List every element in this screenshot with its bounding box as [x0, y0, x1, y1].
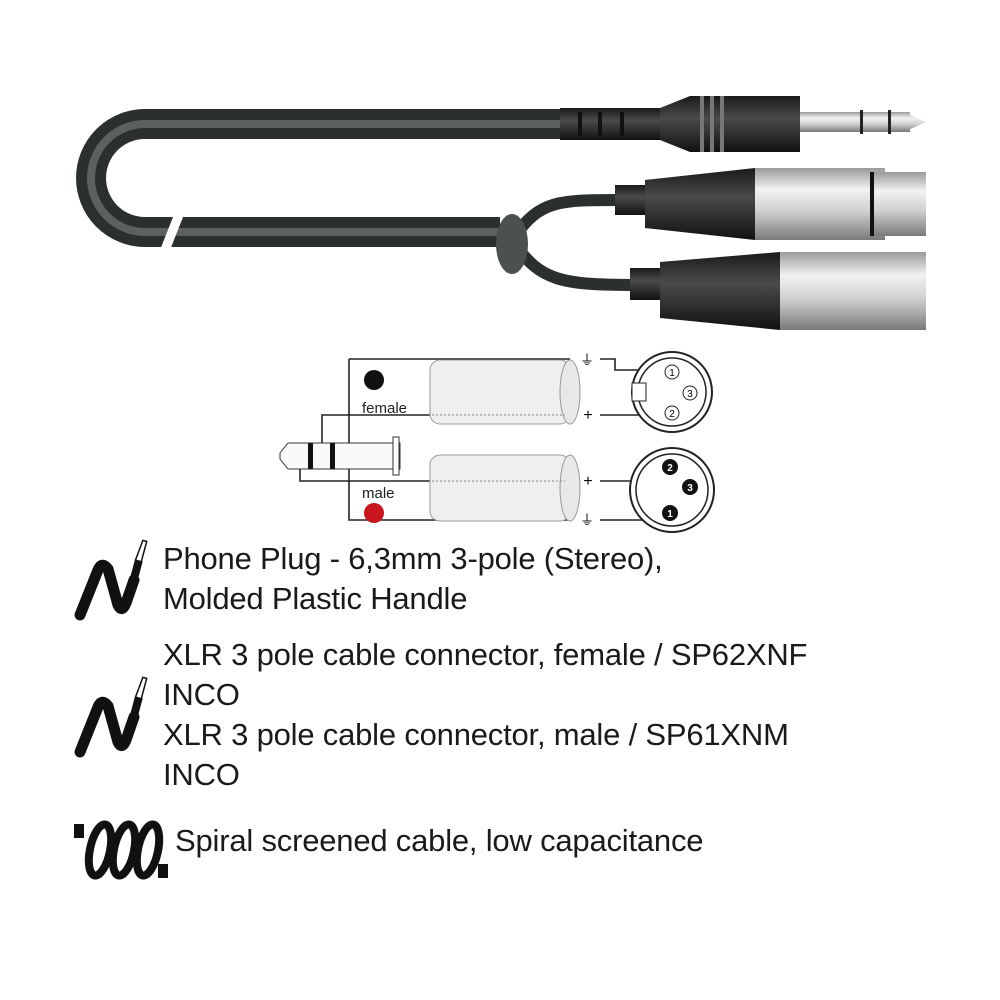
cable-illustration	[76, 96, 926, 330]
y-split	[496, 194, 636, 291]
svg-text:3: 3	[687, 389, 693, 400]
feature-phone-plug-line2: Molded Plastic Handle	[163, 581, 468, 616]
feature-xlr-male-brand: INCO	[163, 757, 240, 792]
xlr-female-connector	[615, 168, 926, 240]
xlr-male-connector	[630, 252, 926, 330]
male-sleeve	[429, 454, 581, 522]
xlr-female-pinout: 1 3 2	[631, 351, 713, 433]
phone-plug	[560, 96, 926, 152]
svg-text:3: 3	[687, 483, 693, 494]
feature-xlr-female-brand: INCO	[163, 677, 240, 712]
male-label: male	[362, 485, 395, 502]
ground-symbol-female: ⏚	[580, 352, 594, 368]
svg-text:2: 2	[669, 409, 675, 420]
jack-plug-diagram	[279, 436, 401, 476]
feature-xlr-female-line: XLR 3 pole cable connector, female / SP6…	[163, 637, 808, 672]
male-color-dot	[364, 503, 384, 523]
spiral-screen-icon	[74, 820, 168, 880]
phone-plug-cable-icon	[74, 676, 148, 758]
svg-text:2: 2	[667, 463, 673, 474]
feature-spiral-cable: Spiral screened cable, low capacitance	[175, 823, 704, 858]
wiring-diagram: female male ⏚ + + ⏚ 1 3 2 2 3 1	[279, 351, 715, 533]
feature-xlr-male-line: XLR 3 pole cable connector, male / SP61X…	[163, 717, 789, 752]
main-cable	[76, 109, 560, 250]
phone-plug-cable-icon	[74, 539, 148, 621]
plus-symbol-male: +	[583, 473, 592, 490]
svg-text:1: 1	[669, 368, 675, 379]
female-label: female	[362, 400, 407, 417]
feature-phone-plug-line1: Phone Plug - 6,3mm 3-pole (Stereo),	[163, 541, 663, 576]
female-sleeve	[429, 359, 581, 425]
ground-symbol-male: ⏚	[580, 512, 594, 528]
female-color-dot	[364, 370, 384, 390]
svg-text:1: 1	[667, 509, 673, 520]
xlr-male-pinout: 2 3 1	[629, 447, 715, 533]
plus-symbol-female: +	[583, 407, 592, 424]
